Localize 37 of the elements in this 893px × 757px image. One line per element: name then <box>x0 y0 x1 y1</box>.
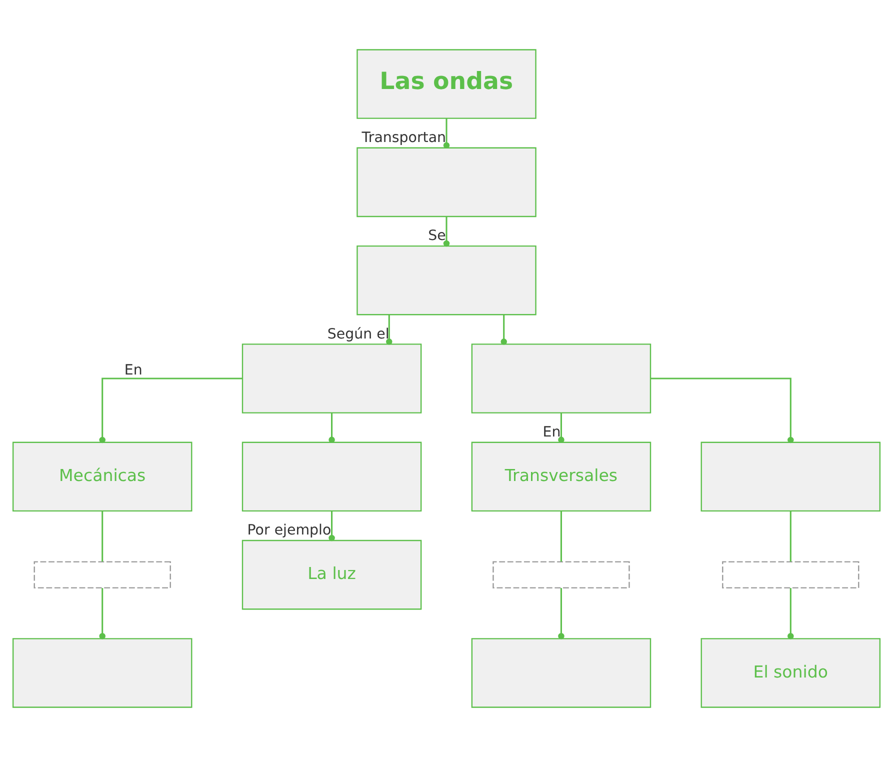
connector <box>788 588 794 640</box>
connector <box>99 378 242 444</box>
connector <box>386 314 392 345</box>
connector <box>558 412 564 443</box>
node-box: El sonido <box>700 638 881 708</box>
node-box <box>471 638 652 708</box>
node-box: Mecánicas <box>12 442 192 512</box>
node-box: Las ondas <box>356 49 536 119</box>
node-box <box>242 442 422 512</box>
edge-label: En <box>542 424 561 440</box>
node-box: La luz <box>242 540 422 610</box>
edge-label: Según el <box>327 326 390 342</box>
connector <box>102 511 104 562</box>
connector <box>790 511 792 562</box>
node-box <box>722 561 860 588</box>
connector <box>328 412 335 443</box>
node-box <box>700 442 881 512</box>
connector <box>328 511 335 542</box>
connector <box>443 216 450 247</box>
edge-label: Se <box>428 228 446 244</box>
node-box <box>356 147 536 218</box>
connector <box>650 378 794 444</box>
edge-label: En <box>124 362 142 378</box>
edge-label: Por ejemplo <box>247 522 332 539</box>
node-box <box>471 344 652 414</box>
node-box <box>12 638 192 708</box>
node-box <box>34 561 171 588</box>
node-box <box>356 245 536 316</box>
connector <box>99 588 106 640</box>
edge-label: Transportan <box>362 130 446 146</box>
connector <box>558 588 564 640</box>
node-box: Transversales <box>471 442 652 512</box>
connector <box>443 118 450 148</box>
node-box <box>492 561 630 588</box>
connector <box>560 511 562 562</box>
connector <box>500 314 507 345</box>
node-box <box>242 344 422 414</box>
